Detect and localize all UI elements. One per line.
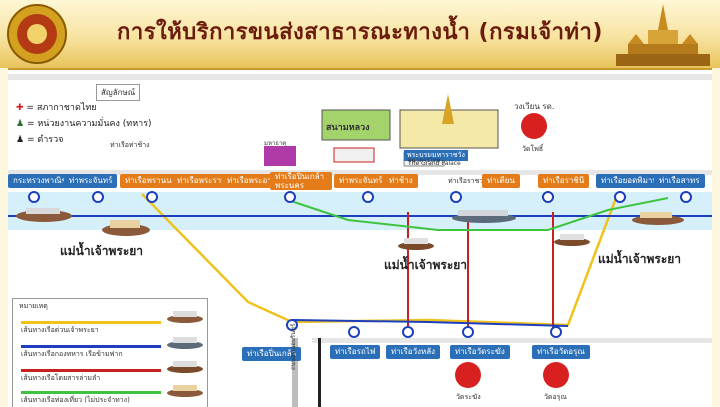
legend-military: ♟ = หน่วยงานความมั่นคง (ทหาร) — [16, 119, 152, 129]
legend-label-red: เส้นทางเรือโดยสารล่ามลำ — [21, 374, 101, 382]
wat-pho-icon — [521, 113, 547, 139]
header-banner: การให้บริการขนส่งสาธารณะทางน้ำ (กรมเจ้าท… — [0, 0, 720, 68]
tha-tien-label: ท่าเรือราชวรดิษฐ์ — [448, 177, 501, 185]
green-route-line — [287, 197, 669, 231]
pier-north-10[interactable]: ท่าเรือราชินี — [538, 174, 590, 188]
road-label: ถนนอรุณอมรินทร์ — [290, 323, 297, 370]
wat-arun-icon — [543, 362, 569, 388]
boat-icon — [16, 208, 72, 222]
police-station-block — [333, 147, 375, 163]
pier-nodes-south — [286, 319, 562, 338]
route-legend: หมายเหตุ เส้นทางเรือด่วนเจ้าพระยา เส้นทา… — [12, 298, 208, 407]
legend-line-green — [21, 391, 161, 394]
bank-label: ธนาคารไทย — [408, 157, 441, 164]
boat-icon — [102, 220, 150, 236]
road-vertical — [292, 338, 298, 407]
pier-south-2[interactable]: ท่าเรือรถไฟ — [330, 345, 381, 359]
red-cross-icon: ✚ — [16, 103, 24, 113]
boat-icon — [554, 234, 590, 246]
police-icon: ♟ — [16, 135, 25, 145]
river-label-2: แม่น้ำเจ้าพระยา — [384, 258, 468, 272]
legend-line-blue — [21, 345, 161, 348]
legend-boat-icons — [167, 311, 203, 397]
department-emblem-icon — [7, 4, 67, 64]
map-canvas — [8, 74, 712, 407]
river-label-3: แม่น้ำเจ้าพระยา — [598, 252, 682, 266]
pier-south-5[interactable]: ท่าเรือวัดอรุณ — [532, 345, 590, 359]
legend-line-yellow — [21, 321, 161, 324]
boat-icon — [167, 385, 203, 397]
boat-icon — [632, 212, 684, 225]
pier-north-11[interactable]: ท่าเรือยอดพิมาน — [596, 174, 663, 188]
road-mid — [8, 170, 712, 175]
mahathat-label: มหาธาตุ — [264, 140, 287, 147]
river-label-1: แม่น้ำเจ้าพระยา — [60, 244, 144, 258]
page-title: การให้บริการขนส่งสาธารณะทางน้ำ (กรมเจ้าท… — [117, 20, 603, 45]
palace-spire-icon — [442, 94, 454, 124]
sanam-luang-field — [321, 109, 391, 141]
river-transport-map: สัญลักษณ์ ✚ = สภากาชาดไทย ♟ = หน่วยงานคว… — [8, 68, 712, 407]
road-top — [8, 74, 712, 80]
sanam-luang-label: สนามหลวง — [326, 123, 370, 133]
temple-label-wat-rakhang: วัดระฆัง — [456, 393, 481, 401]
pier-north-1[interactable]: กระทรวงพาณิชย์ — [8, 174, 77, 188]
pier-nodes-north — [28, 191, 692, 203]
grand-palace-en-label: The Grand Palace — [408, 160, 461, 167]
legend-label-blue: เส้นทางเรือกองทหาร เรือข้ามฟาก — [21, 350, 123, 358]
pier-north-7[interactable]: ท่าพระจันทร์ — [334, 174, 388, 188]
pier-south-4[interactable]: ท่าเรือวัดระฆัง — [450, 345, 510, 359]
tha-chang-label: ท่าเรือท่าช้าง — [110, 141, 150, 149]
museum-block — [264, 146, 296, 166]
pier-north-2[interactable]: ท่าพระจันทร์ — [64, 174, 118, 188]
wang-doem-label: วงเวียน รด. — [514, 102, 555, 111]
pier-north-12[interactable]: ท่าเรือสาทร — [654, 174, 705, 188]
blue-route-south — [291, 319, 569, 327]
pier-north-6[interactable]: ท่าเรือปิ่นเกล้า พระนคร — [270, 172, 332, 190]
legend-label-green: เส้นทางเรือท่องเที่ยว (ไม่ประจำทาง) — [21, 396, 130, 404]
pier-north-3[interactable]: ท่าเรือพรานนก — [120, 174, 182, 188]
wat-rakhang-icon — [455, 362, 481, 388]
grand-palace-label: พระบรมมหาราชวัง — [404, 150, 468, 161]
pier-north-9[interactable]: ท่าเตียน — [482, 174, 520, 188]
legend-label-yellow: เส้นทางเรือด่วนเจ้าพระยา — [21, 326, 99, 334]
pier-south-3[interactable]: ท่าเรือวังหลัง — [386, 345, 441, 359]
legend-red-cross: ✚ = สภากาชาดไทย — [16, 103, 97, 113]
road-south — [312, 338, 712, 343]
wat-pho-label: วัดโพธิ์ — [522, 145, 544, 153]
soldier-icon: ♟ — [16, 119, 25, 129]
legend-police: ♟ = ตำรวจ — [16, 135, 64, 145]
boat-icon — [452, 210, 516, 223]
road-vertical-2 — [318, 338, 321, 407]
symbol-legend-title: สัญลักษณ์ — [96, 84, 141, 101]
temple-label-wat-arun: วัดอรุณ — [544, 393, 567, 401]
boat-icon — [167, 337, 203, 349]
pier-north-8[interactable]: ท่าช้าง — [384, 174, 418, 188]
boat-icon — [167, 361, 203, 373]
boat-icon — [167, 311, 203, 323]
pier-south-1[interactable]: ท่าเรือปิ่นเกล้า — [242, 347, 302, 361]
temple-illustration-icon — [616, 4, 710, 66]
route-legend-title: หมายเหตุ — [19, 302, 48, 310]
legend-line-red — [21, 369, 161, 372]
boat-icon — [398, 238, 434, 250]
